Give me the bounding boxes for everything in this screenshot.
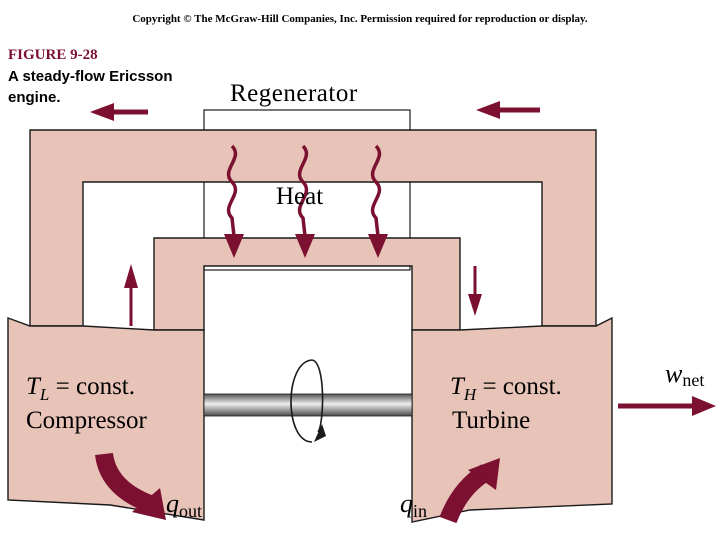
compressor-temp-subscript: L (39, 385, 49, 404)
rotation-arrow (290, 359, 326, 443)
flow-arrow-top-right (476, 101, 540, 119)
flow-arrow-turbine-down (468, 266, 482, 316)
heat-in-subscript: in (413, 501, 427, 521)
regenerator-label: Regenerator (230, 80, 358, 107)
heat-in-arrow (439, 458, 500, 524)
heat-out-arrow (95, 452, 166, 520)
compressor-temperature-label: TL = const. (26, 373, 135, 404)
heat-in-symbol: q (400, 489, 413, 518)
compressor-body (7, 317, 205, 521)
turbine-temp-suffix: = const. (476, 373, 562, 400)
compressor-label: Compressor (26, 407, 148, 434)
copyright-notice: Copyright © The McGraw-Hill Companies, I… (132, 13, 588, 25)
heat-out-label: qout (166, 489, 202, 521)
heat-transfer-arrow-2 (295, 144, 315, 258)
flow-arrow-top-left (90, 103, 148, 121)
figure-number: FIGURE 9-28 (8, 47, 98, 63)
turbine-temp-symbol: T (450, 373, 466, 400)
net-work-subscript: net (682, 370, 704, 390)
net-work-label: wnet (665, 359, 704, 390)
heat-in-label: qin (400, 489, 427, 521)
turbine-temperature-label: TH = const. (450, 373, 562, 404)
heat-label: Heat (276, 183, 323, 210)
heat-out-subscript: out (179, 501, 202, 521)
turbine-label: Turbine (452, 407, 530, 434)
heat-out-symbol: q (166, 489, 179, 518)
figure-caption-line-2: engine. (8, 89, 61, 106)
turbine-body (411, 316, 613, 523)
figure-caption-line-1: A steady-flow Ericsson (8, 68, 173, 85)
net-work-arrow (618, 396, 716, 416)
heat-transfer-arrow-1 (224, 144, 244, 258)
flow-arrow-compressor-up (124, 264, 138, 326)
compressor-temp-symbol: T (26, 373, 42, 400)
shaft (203, 393, 413, 417)
heat-transfer-arrow-3 (368, 144, 388, 258)
net-work-symbol: w (665, 359, 683, 388)
turbine-temp-subscript: H (463, 385, 478, 404)
compressor-temp-suffix: = const. (49, 373, 135, 400)
